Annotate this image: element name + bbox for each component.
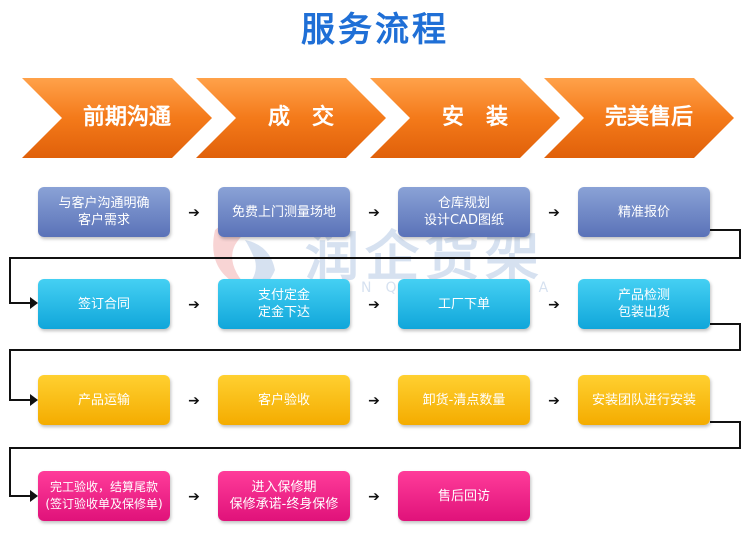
arrow-right-icon: ➔ (548, 297, 560, 313)
arrow-right-icon: ➔ (548, 393, 560, 409)
step-box: 与客户沟通明确 客户需求 (38, 187, 170, 237)
step-box: 支付定金 定金下达 (218, 279, 350, 329)
stage-chevron-4 (544, 78, 734, 158)
stage-chevron-3 (370, 78, 560, 158)
step-box: 签订合同 (38, 279, 170, 329)
arrow-right-icon: ➔ (368, 297, 380, 313)
step-box: 安装团队进行安装 (578, 375, 710, 425)
step-box: 仓库规划 设计CAD图纸 (398, 187, 530, 237)
stage-label-4: 完美售后 (604, 105, 693, 130)
arrow-right-icon: ➔ (548, 205, 560, 221)
arrow-right-icon: ➔ (188, 205, 200, 221)
step-box: 完工验收，结算尾款 (签订验收单及保修单) (38, 471, 170, 521)
arrow-right-icon: ➔ (188, 297, 200, 313)
arrow-right-icon: ➔ (188, 489, 200, 505)
stage-chevron-1 (22, 78, 212, 158)
stage-label-1: 前期沟通 (82, 105, 171, 130)
step-box: 进入保修期 保修承诺-终身保修 (218, 471, 350, 521)
page-title: 服务流程 (301, 10, 449, 50)
arrow-right-icon: ➔ (368, 393, 380, 409)
step-box: 产品检测 包装出货 (578, 279, 710, 329)
step-box: 精准报价 (578, 187, 710, 237)
step-box: 售后回访 (398, 471, 530, 521)
stage-chevron-2 (196, 78, 386, 158)
arrow-right-icon: ➔ (368, 205, 380, 221)
step-box: 卸货-清点数量 (398, 375, 530, 425)
step-box: 产品运输 (38, 375, 170, 425)
step-box: 工厂下单 (398, 279, 530, 329)
step-box: 免费上门测量场地 (218, 187, 350, 237)
arrow-right-icon: ➔ (188, 393, 200, 409)
arrow-right-icon: ➔ (368, 489, 380, 505)
stage-label-2: 成 交 (267, 105, 334, 130)
stage-label-3: 安 装 (441, 105, 508, 130)
step-box: 客户验收 (218, 375, 350, 425)
